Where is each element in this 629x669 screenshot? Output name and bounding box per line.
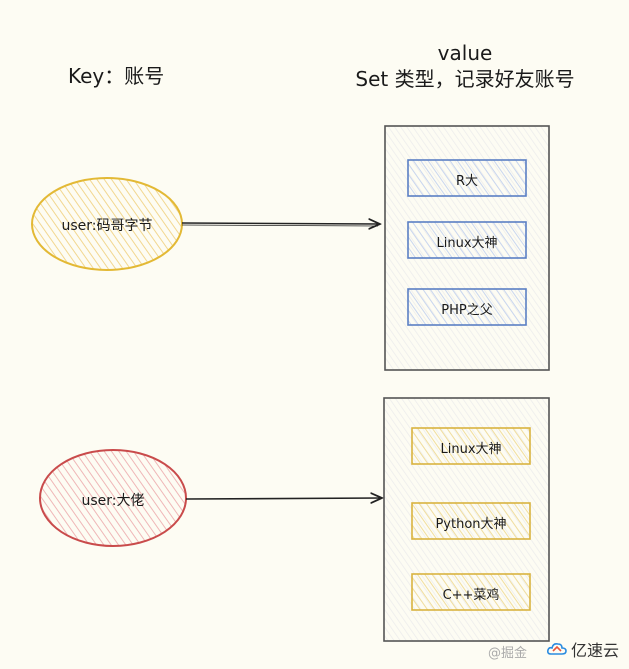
set-member-box-2-1 bbox=[411, 427, 531, 465]
cloud-logo-icon bbox=[546, 643, 567, 655]
key-group-2 bbox=[39, 397, 550, 642]
key-header: Key：账号 bbox=[68, 64, 165, 88]
value-description: Set 类型，记录好友账号 bbox=[355, 67, 575, 91]
set-member-1-3: PHP之父 bbox=[441, 303, 493, 318]
key-ellipse-1 bbox=[31, 177, 183, 271]
key-group-1 bbox=[31, 125, 550, 371]
set-member-2-2: Python大神 bbox=[435, 517, 507, 532]
arrow-1 bbox=[181, 223, 380, 224]
set-member-box-1-3 bbox=[407, 288, 527, 326]
set-member-box-2-3 bbox=[411, 573, 531, 611]
set-member-2-3: C++菜鸡 bbox=[442, 588, 500, 603]
juejin-watermark: @掘金 bbox=[488, 646, 528, 661]
value-header: value Set 类型，记录好友账号 bbox=[300, 40, 629, 92]
set-member-box-1-2 bbox=[407, 221, 527, 259]
set-member-1-2: Linux大神 bbox=[436, 236, 498, 251]
key-label-1: user:码哥字节 bbox=[61, 218, 153, 234]
set-member-1-1: R大 bbox=[455, 174, 479, 189]
key-label-2: user:大佬 bbox=[81, 493, 145, 509]
key-ellipse-2 bbox=[39, 449, 187, 547]
yisu-watermark: 亿速云 bbox=[546, 637, 619, 661]
set-member-2-1: Linux大神 bbox=[440, 442, 502, 457]
arrow-2 bbox=[185, 498, 382, 499]
set-member-box-2-2 bbox=[411, 502, 531, 540]
value-title: value bbox=[437, 41, 493, 65]
set-member-box-1-1 bbox=[407, 159, 527, 197]
yisu-text: 亿速云 bbox=[570, 641, 619, 660]
